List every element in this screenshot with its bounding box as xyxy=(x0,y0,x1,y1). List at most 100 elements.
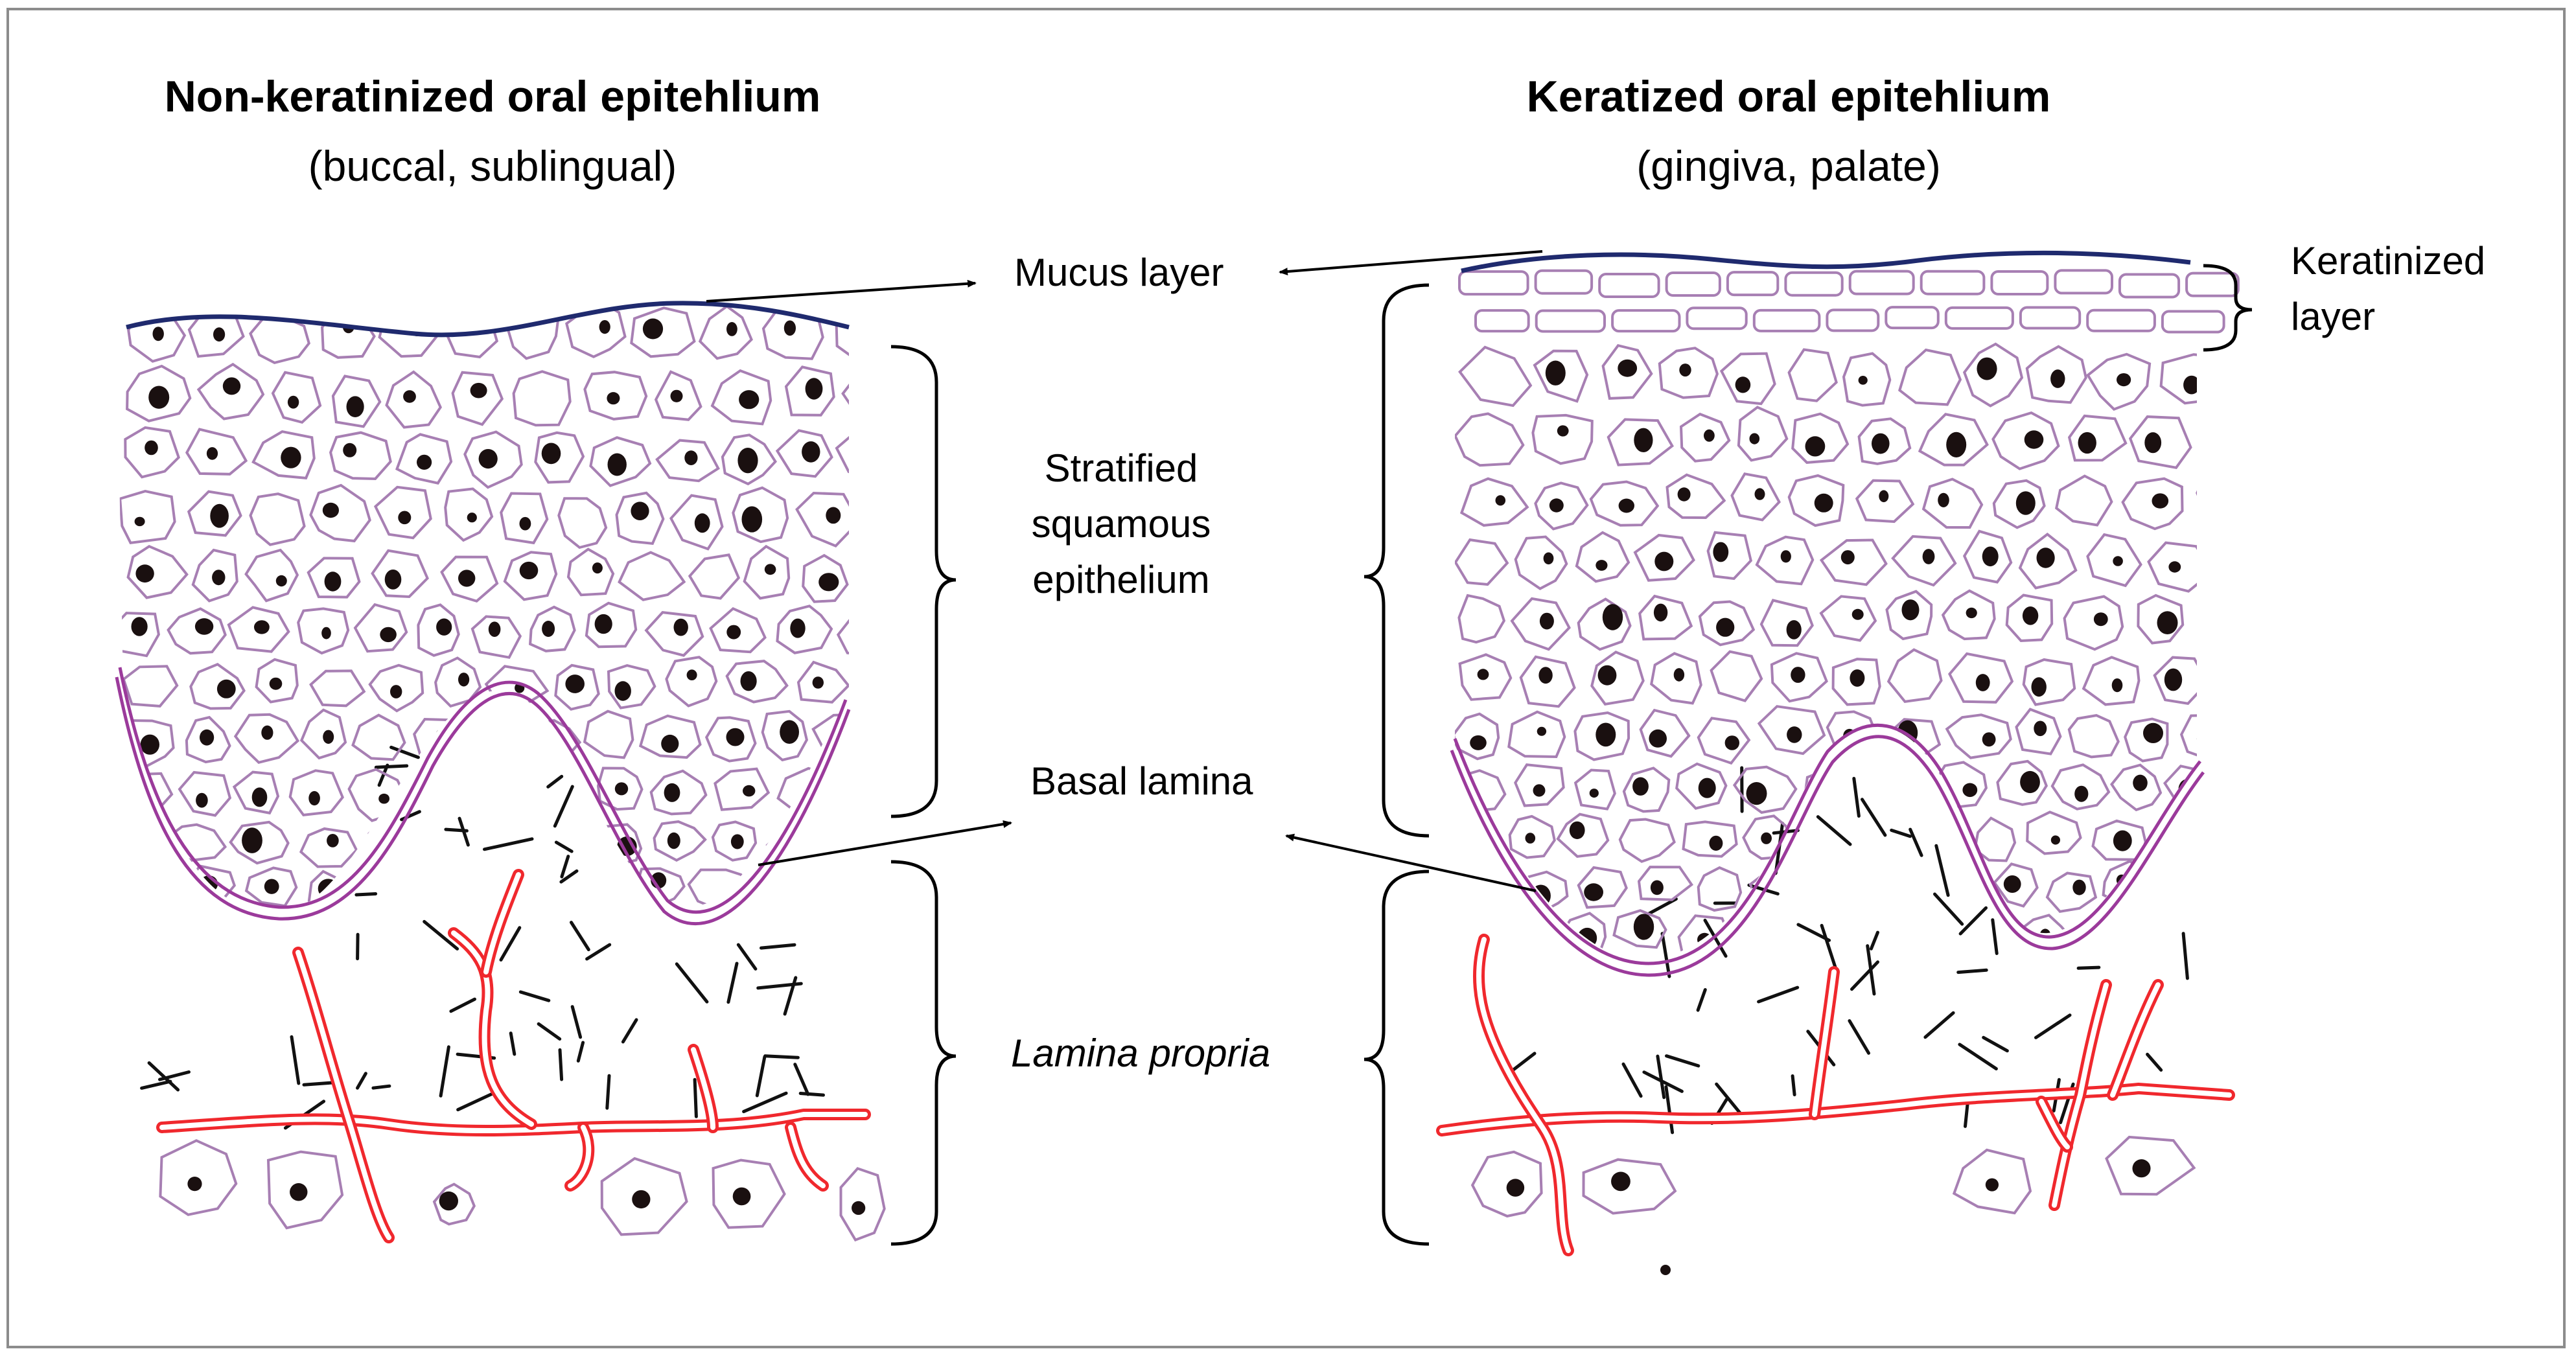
epithelial-cell xyxy=(1706,531,1752,581)
nucleus xyxy=(1698,778,1716,798)
nucleus xyxy=(741,506,763,533)
keratinized-cell xyxy=(1784,271,1844,297)
epithelial-cell xyxy=(530,774,590,814)
epithelial-cell xyxy=(440,555,499,603)
connective-fibre xyxy=(1508,1052,1537,1074)
nucleus xyxy=(818,573,839,592)
epithelial-cell xyxy=(196,362,265,421)
nucleus xyxy=(321,627,331,640)
epithelial-cell xyxy=(802,868,849,908)
epithelial-cell xyxy=(1991,411,2060,470)
epithelial-cell xyxy=(2086,533,2142,588)
basal-lamina-line xyxy=(1453,723,2201,965)
nucleus xyxy=(408,928,418,939)
nucleus xyxy=(261,725,273,740)
epithelial-cell xyxy=(1962,342,2024,408)
epithelial-cell xyxy=(1886,648,1943,704)
epithelial-cell xyxy=(2163,765,2197,812)
nucleus xyxy=(764,564,776,575)
nucleus xyxy=(194,618,214,635)
epithelial-cell xyxy=(583,709,634,759)
nucleus xyxy=(1653,603,1668,622)
epithelial-cell xyxy=(1861,910,1920,950)
nucleus xyxy=(1495,495,1506,506)
epithelial-cell xyxy=(618,551,686,601)
nucleus xyxy=(686,669,697,680)
nucleus xyxy=(2020,770,2040,794)
epithelium-cells-left xyxy=(117,303,849,957)
epithelial-cell xyxy=(187,490,242,537)
connective-fibre xyxy=(755,1055,767,1098)
epithelial-cell xyxy=(229,820,290,865)
epithelial-cell xyxy=(1819,538,1888,586)
epithelial-cell xyxy=(1455,538,1509,586)
connective-fibre xyxy=(1696,988,1707,1012)
connective-fibre xyxy=(1991,918,1999,955)
epithelial-cell xyxy=(1518,966,1570,1001)
nucleus xyxy=(2022,606,2039,625)
epithelial-cell xyxy=(1759,599,1814,647)
nucleus xyxy=(739,390,760,409)
nucleus xyxy=(812,676,824,689)
epithelial-cell xyxy=(1948,652,2014,704)
epithelial-cell xyxy=(795,491,849,547)
nucleus xyxy=(140,734,159,755)
connective-fibre xyxy=(553,785,574,828)
epithelial-cell xyxy=(165,913,207,945)
connective-fibre xyxy=(389,745,420,759)
epithelial-cell xyxy=(1507,710,1566,759)
nucleus xyxy=(783,320,796,336)
epithelial-cell xyxy=(1577,866,1628,909)
basal-lamina-left xyxy=(115,667,851,926)
epithelial-cell xyxy=(1689,957,1750,960)
nucleus xyxy=(287,395,299,409)
epithelial-cell xyxy=(534,431,585,484)
nucleus xyxy=(1654,551,1674,571)
epithelial-cell xyxy=(1855,479,1915,524)
nucleus xyxy=(1673,668,1685,682)
epithelial-cell xyxy=(1945,713,2012,759)
epithelial-cell xyxy=(2180,912,2197,959)
brackets xyxy=(890,264,2253,1246)
epithelial-cell xyxy=(607,664,656,709)
nucleus xyxy=(2074,785,2089,802)
nucleus xyxy=(2036,547,2055,568)
epithelial-cell xyxy=(1514,763,1565,807)
nucleus xyxy=(210,503,229,528)
nucleus xyxy=(2050,369,2065,388)
nucleus xyxy=(1828,781,1842,796)
connective-fibre xyxy=(546,774,564,789)
epithelial-cell xyxy=(1962,529,2013,584)
nucleus xyxy=(200,729,215,746)
epithelial-cell xyxy=(227,606,290,653)
right-panel-subtitle: (gingiva, palate) xyxy=(1636,142,1941,190)
connective-fibre xyxy=(736,943,758,971)
nucleus xyxy=(1545,360,1566,386)
nucleus xyxy=(607,392,620,405)
connective-fibre xyxy=(1923,1011,1955,1039)
nucleus xyxy=(664,783,680,802)
nucleus xyxy=(805,378,823,400)
nucleus xyxy=(631,501,649,520)
epithelial-cell xyxy=(526,719,582,769)
blood-vessel-lumen xyxy=(1439,1086,2232,1133)
nucleus xyxy=(799,919,811,933)
epithelial-cell xyxy=(309,669,366,708)
connective-fibre xyxy=(449,997,476,1013)
epithelial-cell xyxy=(1791,412,1850,464)
epithelial-cell xyxy=(122,665,179,708)
epithelial-cell xyxy=(1637,866,1694,901)
epithelial-cell xyxy=(669,494,724,551)
nucleus xyxy=(2161,964,2179,982)
epithelial-cell xyxy=(297,607,350,655)
fibroblast xyxy=(266,1150,344,1230)
epithelial-cell xyxy=(2063,595,2124,651)
epithelial-cell xyxy=(232,770,280,815)
epithelial-cell xyxy=(288,769,345,817)
epithelial-cell xyxy=(562,918,610,957)
epithelial-cell xyxy=(583,371,648,421)
figure-frame xyxy=(6,8,2566,1348)
epithelial-cell xyxy=(615,491,665,546)
epithelial-cell xyxy=(1916,817,1964,862)
nucleus xyxy=(1962,783,1978,798)
